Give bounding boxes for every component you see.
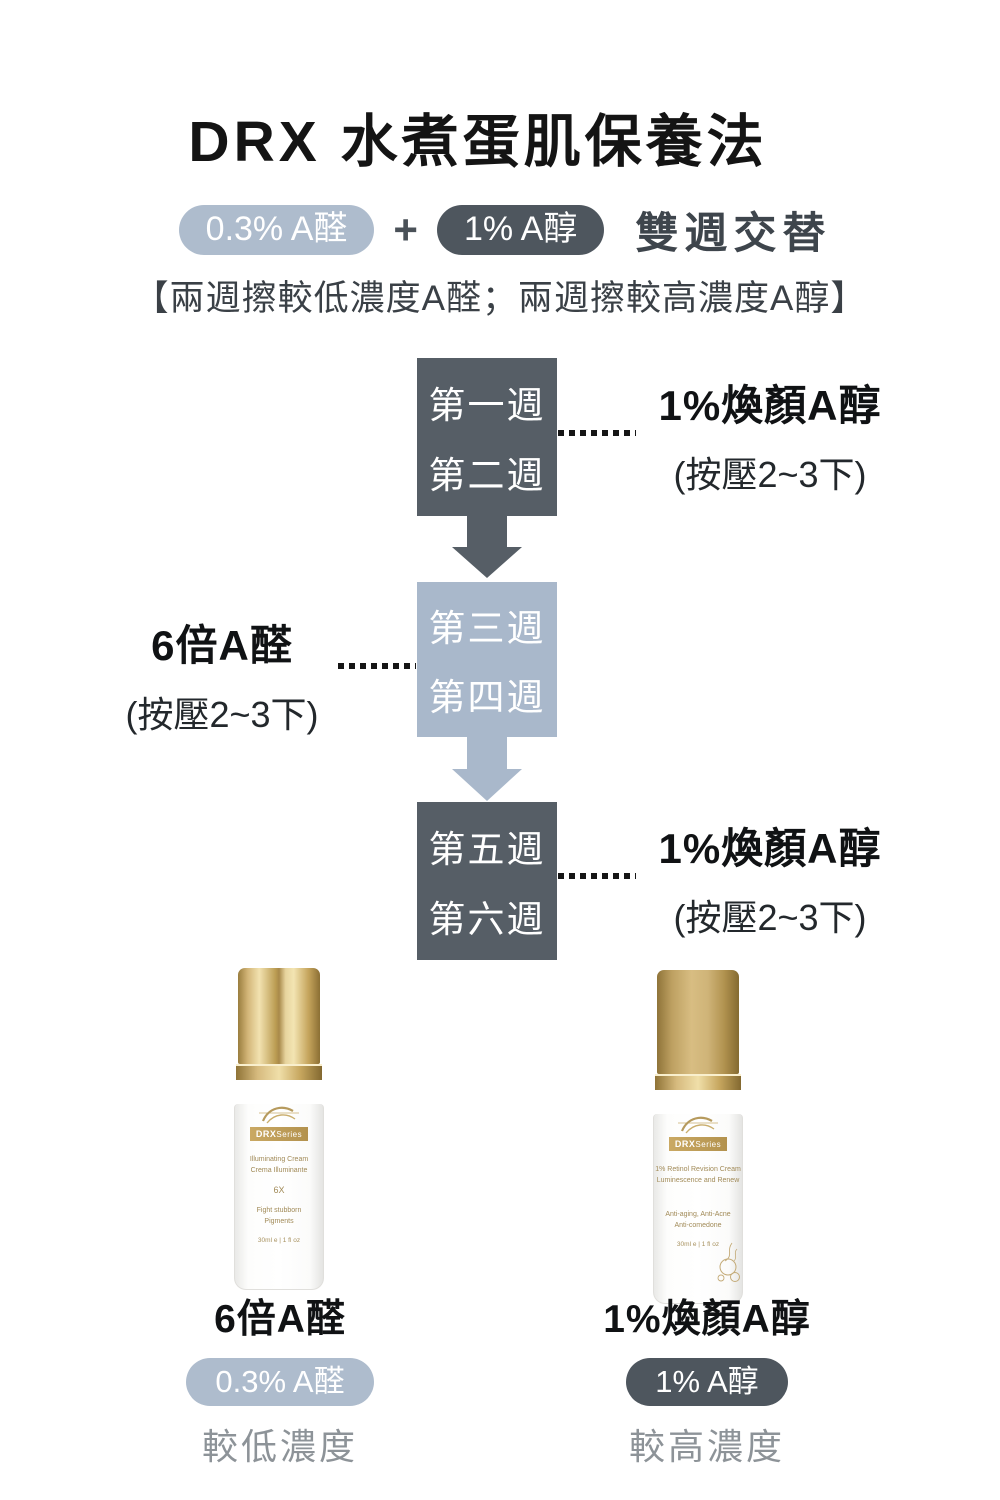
- week-3-label: 第三週: [428, 607, 546, 649]
- product-summary-right: 1%煥顏A醇 1% A醇 較高濃度: [547, 1288, 867, 1470]
- callout-step1-product: 1%煥顏A醇: [658, 382, 882, 429]
- claim-line: Anti-comedone: [674, 1221, 722, 1229]
- callout-step3-product: 1%煥顏A醇: [658, 825, 882, 872]
- concentration-note-right: 較高濃度: [628, 1426, 785, 1468]
- week-4-label: 第四週: [428, 677, 546, 719]
- label-line: Crema Illuminante: [250, 1166, 308, 1174]
- callout-step2: 6倍A醛 (按壓2~3下): [100, 612, 344, 738]
- bottle-gold-band: [655, 1074, 741, 1090]
- bottle-cap: [657, 970, 739, 1074]
- concentration-pill-left: 0.3% A醛: [186, 1358, 374, 1407]
- product-name-left: 6倍A醛: [214, 1298, 346, 1341]
- week-box-1-2: 第一週 第二週: [417, 358, 557, 516]
- dotted-connector-1: [558, 430, 636, 436]
- subtitle: 【兩週擦較低濃度A醛；兩週擦較高濃度A醇】: [133, 279, 867, 318]
- callout-step1-usage: (按壓2~3下): [673, 454, 867, 495]
- down-arrow-1-stem: [467, 515, 507, 547]
- brand-name: DRX: [255, 1129, 277, 1139]
- pill-low-concentration: 0.3% A醛: [178, 205, 375, 255]
- down-arrow-2-icon: [452, 769, 522, 801]
- molecule-doodle-icon: [717, 1242, 740, 1282]
- down-arrow-2-stem: [467, 736, 507, 769]
- bottle-gold-band: [236, 1064, 322, 1080]
- strength-label: 6X: [273, 1185, 285, 1195]
- dotted-connector-3: [558, 873, 636, 879]
- label-line: Luminescence and Renew: [656, 1176, 740, 1184]
- dotted-connector-2: [338, 663, 416, 669]
- bottle-body: DRXSeries Illuminating Cream Crema Illum…: [234, 1104, 324, 1290]
- callout-step2-product: 6倍A醛: [151, 622, 293, 669]
- callout-step2-usage: (按壓2~3下): [125, 694, 319, 735]
- concentration-note-left: 較低濃度: [201, 1426, 358, 1468]
- week-box-3-4: 第三週 第四週: [417, 582, 557, 737]
- drx-logo-icon: [678, 1116, 718, 1134]
- claim-line: Pigments: [264, 1217, 294, 1225]
- ingredient-pill-row: 0.3% A醛 + 1% A醇 雙週交替: [0, 199, 1000, 261]
- bottle-body: DRXSeries 1% Retinol Revision Cream Lumi…: [653, 1114, 743, 1304]
- label-line: Illuminating Cream: [249, 1156, 309, 1163]
- concentration-pill-right: 1% A醇: [626, 1358, 788, 1407]
- brand-name: DRX: [674, 1139, 696, 1149]
- down-arrow-1-icon: [452, 547, 522, 578]
- bottle-cap: [238, 968, 320, 1064]
- product-summary-left: 6倍A醛 0.3% A醛 較低濃度: [120, 1288, 440, 1470]
- volume-label: 30ml e | 1 fl oz: [257, 1237, 301, 1244]
- drx-logo-icon: [259, 1106, 299, 1124]
- week-2-label: 第二週: [428, 455, 546, 497]
- label-line: 1% Retinol Revision Cream: [655, 1166, 741, 1173]
- pill-high-concentration: 1% A醇: [436, 205, 605, 255]
- product-name-right: 1%煥顏A醇: [603, 1298, 811, 1341]
- claim-line: Fight stubborn: [256, 1207, 302, 1214]
- brand-series: Series: [695, 1140, 722, 1149]
- drx-series-badge: DRXSeries: [250, 1127, 308, 1141]
- week-box-5-6: 第五週 第六週: [417, 802, 557, 960]
- brand-series: Series: [276, 1130, 303, 1139]
- callout-step3: 1%煥顏A醇 (按壓2~3下): [633, 815, 907, 941]
- claim-line: Anti-aging, Anti-Acne: [665, 1211, 731, 1218]
- product-bottle-left: DRXSeries Illuminating Cream Crema Illum…: [234, 968, 324, 1290]
- volume-label: 30ml e | 1 fl oz: [676, 1241, 720, 1248]
- callout-step3-usage: (按壓2~3下): [673, 897, 867, 938]
- week-1-label: 第一週: [428, 384, 546, 426]
- week-5-label: 第五週: [428, 828, 546, 870]
- product-bottle-right: DRXSeries 1% Retinol Revision Cream Lumi…: [653, 970, 743, 1304]
- callout-step1: 1%煥顏A醇 (按壓2~3下): [633, 372, 907, 498]
- biweekly-alternate-label: 雙週交替: [635, 210, 832, 258]
- page-title: DRX 水煮蛋肌保養法: [188, 110, 768, 174]
- plus-sign: +: [393, 206, 418, 253]
- drx-series-badge: DRXSeries: [669, 1137, 727, 1151]
- week-6-label: 第六週: [428, 899, 546, 941]
